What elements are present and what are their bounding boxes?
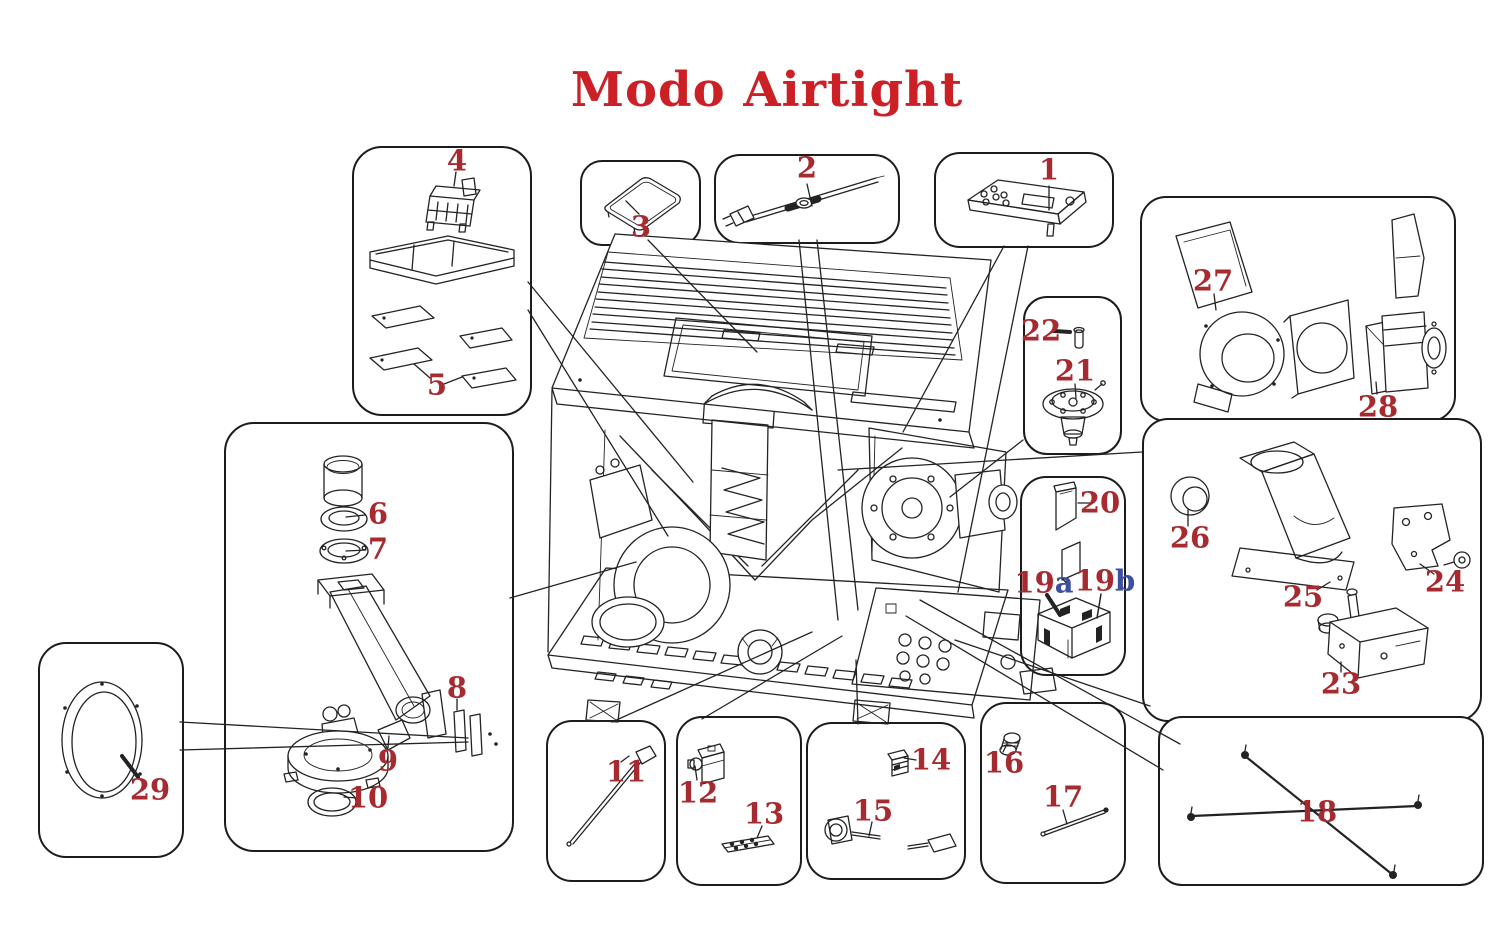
part-label-12: 12 (677, 775, 719, 810)
part-1-drawing (967, 179, 1087, 237)
parts-box-14-15 (806, 722, 966, 880)
parts-box-3 (580, 160, 701, 246)
part-label-3: 3 (630, 209, 652, 244)
parts-box-12-13 (676, 716, 802, 886)
part-label-20: 20 (1079, 485, 1121, 520)
part-label-9: 9 (377, 743, 399, 778)
part-label-4: 4 (446, 143, 468, 178)
parts-box-22-21 (1023, 296, 1122, 455)
part-22-21-drawing (1042, 326, 1106, 446)
part-label-10: 10 (347, 780, 389, 815)
part-label-22: 22 (1020, 313, 1062, 348)
parts-box-11 (546, 720, 666, 882)
main-exploded-drawing (547, 233, 1057, 725)
part-label-11: 11 (605, 754, 647, 789)
part-18-drawing (1187, 744, 1422, 879)
part-label-19a: 19a (1014, 565, 1074, 600)
part-label-21: 21 (1054, 353, 1096, 388)
part-label-19b-suffix: b (1115, 563, 1136, 598)
parts-box-4-5 (352, 146, 532, 416)
parts-box-27-28 (1140, 196, 1456, 422)
part-label-26: 26 (1169, 520, 1211, 555)
part-label-28: 28 (1357, 389, 1399, 424)
diagram-title: Modo Airtight (570, 62, 964, 118)
part-label-17: 17 (1042, 779, 1084, 814)
part-label-1: 1 (1038, 152, 1060, 187)
part-12-13-drawing (687, 743, 775, 853)
part-11-drawing (566, 745, 657, 847)
part-3-drawing (604, 177, 681, 234)
part-label-25: 25 (1282, 579, 1324, 614)
part-label-19b: 19b (1074, 563, 1136, 598)
part-23-24-25-26-drawing (1170, 441, 1471, 679)
part-label-2: 2 (796, 150, 818, 185)
parts-box-6-10 (224, 422, 514, 852)
part-4-5-drawing (369, 177, 517, 389)
part-29-drawing (61, 681, 143, 799)
part-label-6: 6 (367, 496, 389, 531)
part-label-8: 8 (446, 670, 468, 705)
part-label-13: 13 (743, 796, 785, 831)
parts-box-29 (38, 642, 184, 858)
part-label-14: 14 (910, 742, 952, 777)
part-27-28-drawing (1175, 213, 1447, 413)
part-label-23: 23 (1320, 666, 1362, 701)
part-label-16: 16 (983, 745, 1025, 780)
part-label-18: 18 (1296, 794, 1338, 829)
part-label-24: 24 (1424, 564, 1466, 599)
part-label-15: 15 (852, 793, 894, 828)
part-label-19a-number: 19 (1014, 565, 1055, 600)
part-label-19a-suffix: a (1054, 565, 1074, 600)
part-label-29: 29 (129, 772, 171, 807)
part-label-27: 27 (1192, 263, 1234, 298)
part-label-19b-number: 19 (1074, 563, 1116, 598)
parts-box-18 (1158, 716, 1484, 886)
part-14-15-drawing (824, 749, 957, 853)
part-label-5: 5 (426, 367, 448, 402)
parts-box-1 (934, 152, 1114, 248)
part-label-7: 7 (367, 531, 389, 566)
